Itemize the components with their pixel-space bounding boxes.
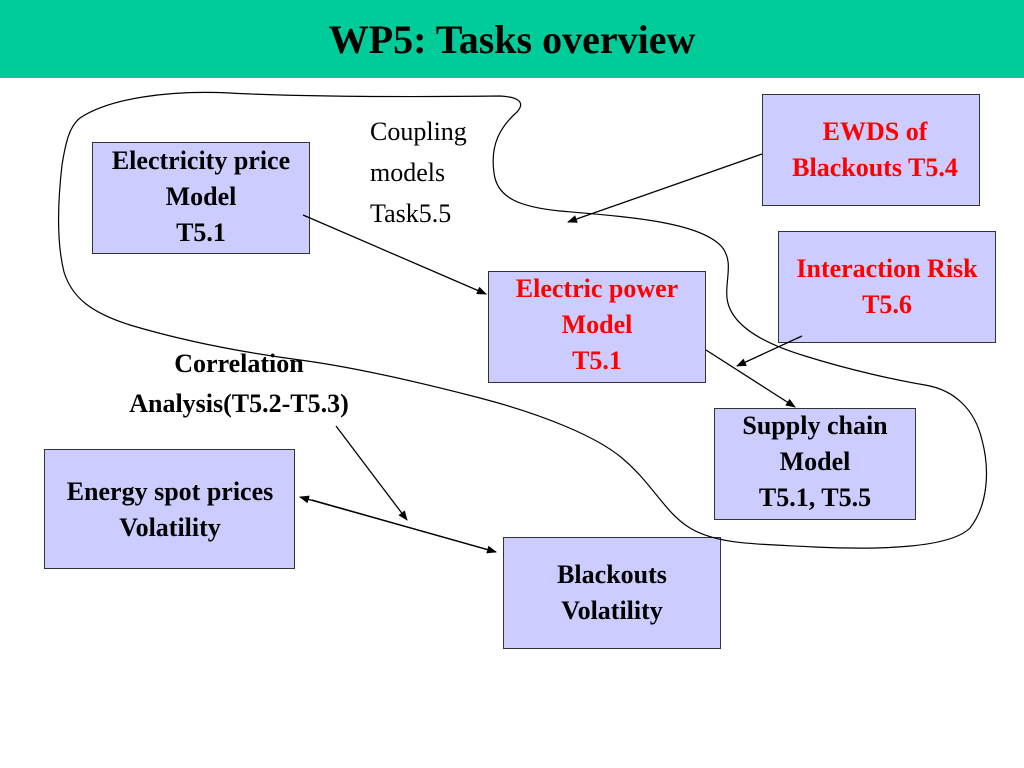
ewds-box [762,94,980,206]
arrow-ewds-to-coupling [567,153,763,223]
supply-chain-label: Supply chain Model T5.1, T5.5 [742,411,888,512]
slide-title: WP5: Tasks overview [328,16,696,62]
energy-spot-label: Energy spot prices Volatility [66,477,274,542]
electric-power-label: Electric power Model T5.1 [515,274,679,375]
ewds-label: EWDS of Blackouts T5.4 [792,117,958,182]
arrow-blackouts-to-spot [299,495,497,553]
correlation-analysis-label: Correlation Analysis(T5.2-T5.3) [129,349,349,418]
electricity-price-box [92,142,310,254]
arrow-electricity-to-electric-power [302,214,487,295]
interaction-risk-box [778,231,996,343]
coupling-boundary [57,91,988,549]
supply-chain-box [714,408,916,520]
title-bar: WP5: Tasks overview [0,0,1024,78]
electricity-price-label: Electricity price Model T5.1 [111,146,291,247]
blackouts-box [503,537,721,649]
interaction-risk-label: Interaction Risk T5.6 [796,254,978,319]
arrow-correlation-down [335,425,408,521]
arrow-interaction-risk-to-coupling [736,335,803,367]
electric-power-box [488,271,706,383]
energy-spot-box [44,449,295,569]
blackouts-label: Blackouts Volatility [557,560,667,625]
coupling-models-label: Coupling models Task5.5 [370,117,467,228]
arrow-electric-power-to-supply-chain [705,349,796,408]
